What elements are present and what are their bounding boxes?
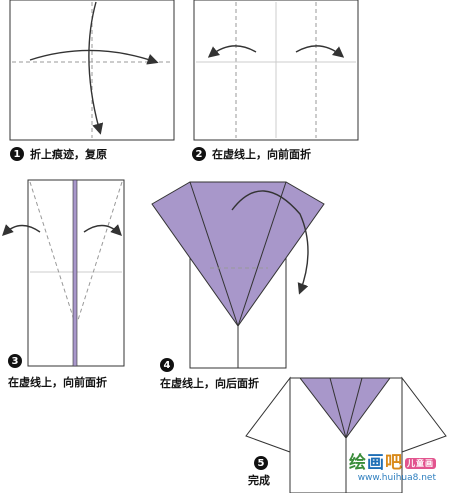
step-instruction: 在虚线上，向后面折 bbox=[160, 377, 259, 390]
step-number-badge: 4 bbox=[160, 358, 174, 372]
step-4-caption: 4 bbox=[160, 358, 174, 372]
step-5-caption: 5 bbox=[254, 456, 268, 470]
step-4-figure bbox=[151, 181, 325, 369]
step-3-figure bbox=[2, 179, 125, 367]
step-5-instruction-row: 完成 bbox=[248, 472, 270, 488]
arrow-left-fold bbox=[207, 45, 257, 58]
step-1-caption: 1 折上痕迹，复原 bbox=[10, 146, 107, 162]
step-instruction: 在虚线上，向前面折 bbox=[212, 148, 311, 161]
step-instruction: 完成 bbox=[248, 474, 270, 487]
step-2-figure bbox=[193, 0, 359, 141]
step-number-badge: 3 bbox=[8, 354, 22, 368]
step-2-caption: 2 在虚线上，向前面折 bbox=[192, 146, 311, 162]
step-number-badge: 1 bbox=[10, 147, 24, 161]
arrow-vertical-fold bbox=[88, 1, 104, 135]
arrow-right-fold bbox=[295, 45, 345, 58]
step-3-instruction-row: 在虚线上，向前面折 bbox=[8, 374, 107, 390]
watermark-url: www.huihua8.net bbox=[357, 473, 436, 483]
watermark-badge: 儿童画 bbox=[405, 457, 436, 469]
step-3-caption: 3 bbox=[8, 354, 22, 368]
step-instruction: 在虚线上，向前面折 bbox=[8, 376, 107, 389]
step-4-instruction-row: 在虚线上，向后面折 bbox=[160, 375, 259, 391]
arrow-fold-back bbox=[231, 190, 309, 295]
step-1-figure bbox=[9, 0, 175, 141]
step-number-badge: 5 bbox=[254, 456, 268, 470]
step-instruction: 折上痕迹，复原 bbox=[30, 148, 107, 161]
arrow-left-fold bbox=[2, 224, 41, 236]
step-number-badge: 2 bbox=[192, 147, 206, 161]
watermark-brand: 绘画吧儿童画 bbox=[349, 453, 436, 473]
site-watermark: 绘画吧儿童画 www.huihua8.net bbox=[349, 448, 436, 483]
arrow-right-fold bbox=[83, 224, 122, 236]
step-5-figure bbox=[245, 376, 447, 493]
arrow-horizontal-fold bbox=[29, 49, 159, 65]
